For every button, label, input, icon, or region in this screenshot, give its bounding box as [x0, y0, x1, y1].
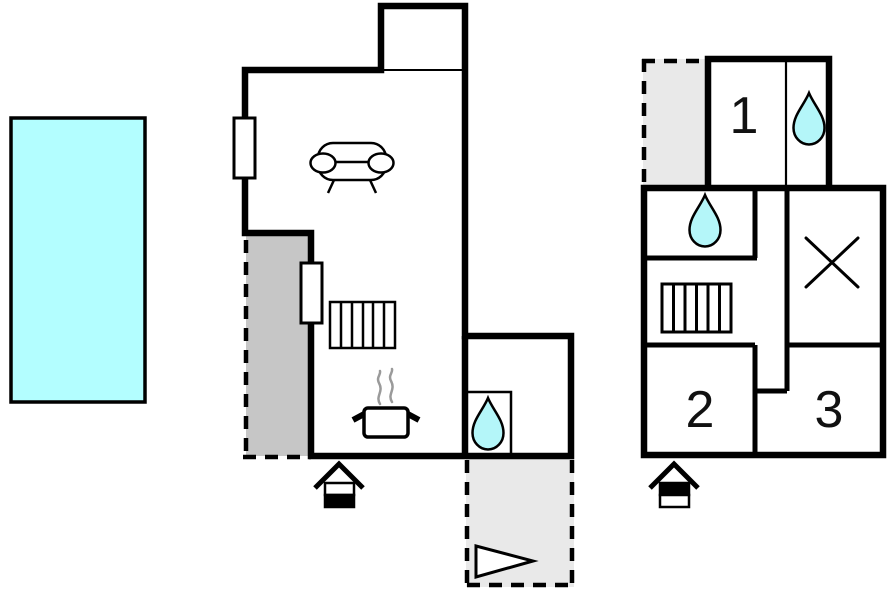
upper-floor: 1 2 3: [640, 55, 887, 509]
upper-terrace: [643, 59, 709, 186]
side-terrace-dashed-edges: [243, 240, 311, 460]
ground-floor: [232, 2, 575, 588]
bottom-terrace-dashed-edges: [464, 460, 575, 588]
outer-walls: [241, 2, 575, 460]
entrance-icon: [648, 460, 700, 509]
inner-walls: [644, 188, 881, 453]
entrance-roof: [313, 460, 365, 490]
terrace-arrow-icon: [474, 544, 539, 579]
entrance-roof: [648, 460, 700, 490]
room1-walls: [704, 55, 833, 187]
stairs-steps: [672, 284, 721, 332]
window: [232, 116, 257, 180]
entrance-upper-half: [323, 481, 356, 497]
drop-shape: [471, 394, 505, 451]
radiator-fins: [339, 302, 386, 348]
side-terrace: [246, 235, 309, 456]
drop-shape: [792, 89, 826, 146]
entrance-lower-half: [658, 493, 691, 509]
sofa-armrest: [367, 152, 395, 174]
radiator-icon: [328, 300, 397, 350]
cross-window-icon: [804, 236, 860, 289]
water-drop-icon: [471, 394, 505, 451]
stairs-icon: [660, 282, 733, 334]
sofa-icon: [309, 141, 395, 194]
swimming-pool: [9, 116, 147, 404]
entrance-upper-half: [658, 481, 691, 497]
sofa-armrest: [309, 152, 337, 174]
window: [299, 261, 324, 325]
drop-shape: [688, 191, 722, 248]
entrance-icon: [313, 460, 365, 509]
water-drop-icon: [688, 191, 722, 248]
steam-lines: [376, 367, 394, 406]
room3-label: 3: [815, 381, 844, 439]
room1-label: 1: [730, 87, 759, 145]
upper-terrace-dashed-edges: [641, 58, 709, 186]
room2-label: 2: [686, 381, 715, 439]
entrance-lower-half: [323, 493, 356, 509]
pot-body: [362, 406, 410, 439]
water-drop-icon: [792, 89, 826, 146]
sofa-legs: [326, 179, 378, 194]
stove-icon: [351, 367, 421, 439]
shower-partition: [465, 390, 513, 453]
